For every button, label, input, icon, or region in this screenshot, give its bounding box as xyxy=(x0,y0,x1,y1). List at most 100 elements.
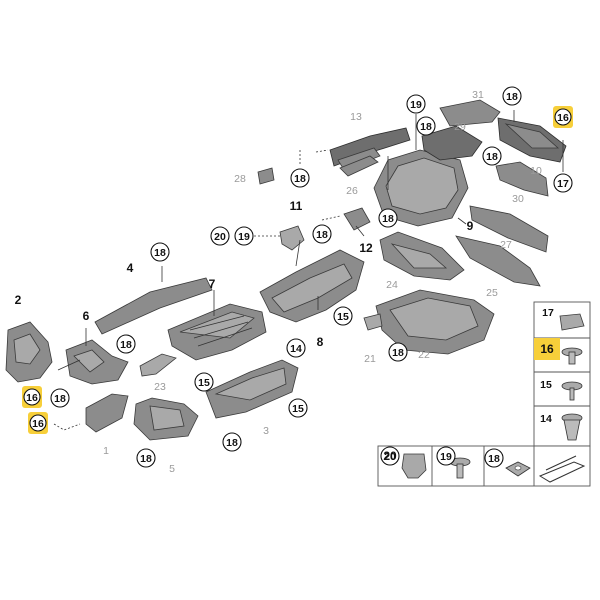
callout-19: 19 xyxy=(406,94,426,114)
svg-text:20: 20 xyxy=(214,231,226,243)
svg-text:18: 18 xyxy=(294,173,306,185)
svg-text:17: 17 xyxy=(542,307,554,319)
svg-text:18: 18 xyxy=(486,151,498,163)
callout-18: 18 xyxy=(484,448,504,468)
callout-17-legend: 17 xyxy=(542,307,554,319)
callout-18: 18 xyxy=(416,116,436,136)
svg-text:19: 19 xyxy=(238,231,250,243)
svg-text:16: 16 xyxy=(26,392,38,404)
svg-text:18: 18 xyxy=(420,121,432,133)
part-number-labels: 2 6 4 7 11 12 9 8 xyxy=(15,199,474,349)
callout-16-highlight: 16 xyxy=(28,412,48,434)
callout-15: 15 xyxy=(288,398,308,418)
label-13: 13 xyxy=(350,111,362,123)
part-4-shape xyxy=(94,277,213,335)
svg-text:18: 18 xyxy=(488,453,500,465)
part-26-shape xyxy=(339,155,379,177)
label-1: 1 xyxy=(103,445,109,457)
label-9: 9 xyxy=(467,219,474,233)
svg-text:18: 18 xyxy=(316,229,328,241)
svg-text:14: 14 xyxy=(290,343,302,355)
callout-18: 18 xyxy=(222,432,242,452)
expanding-nut-icon xyxy=(561,413,583,441)
svg-text:16: 16 xyxy=(557,112,569,124)
part-7-shape xyxy=(167,303,267,361)
label-30: 30 xyxy=(512,193,524,205)
callout-20: 20 xyxy=(210,226,230,246)
part-22-shape xyxy=(375,289,495,355)
part-9-shape xyxy=(373,149,469,227)
callout-18: 18 xyxy=(116,334,136,354)
svg-text:16: 16 xyxy=(32,418,44,430)
callout-18: 18 xyxy=(482,146,502,166)
callout-16-legend-highlight: 16 xyxy=(534,338,560,360)
label-25: 25 xyxy=(486,287,498,299)
svg-text:18: 18 xyxy=(120,339,132,351)
label-3: 3 xyxy=(263,425,269,437)
callout-14: 14 xyxy=(286,338,306,358)
svg-text:18: 18 xyxy=(140,453,152,465)
legend-right xyxy=(533,301,591,447)
part-12-shape xyxy=(343,207,371,231)
callout-18: 18 xyxy=(50,388,70,408)
part-11-shape xyxy=(279,225,305,251)
part-29-shape xyxy=(421,125,483,161)
clip-nut-icon xyxy=(559,313,585,331)
svg-text:15: 15 xyxy=(198,377,210,389)
part-27-shape xyxy=(469,205,549,253)
part-28-shape xyxy=(257,167,275,185)
svg-text:16: 16 xyxy=(540,342,554,356)
part-3-shape xyxy=(205,359,299,419)
part-8-shape xyxy=(259,249,365,323)
label-2: 2 xyxy=(15,293,22,307)
label-4: 4 xyxy=(127,261,134,275)
svg-text:15: 15 xyxy=(540,379,552,391)
svg-text:15: 15 xyxy=(292,403,304,415)
label-28: 28 xyxy=(234,173,246,185)
vehicle-direction-icon xyxy=(538,455,586,483)
label-23: 23 xyxy=(154,381,166,393)
callout-18: 18 xyxy=(136,448,156,468)
callout-18: 18 xyxy=(502,86,522,106)
callout-18: 18 xyxy=(388,342,408,362)
part-1-shape xyxy=(85,393,129,433)
screw-icon xyxy=(561,381,583,401)
part-31-shape xyxy=(439,99,501,127)
label-11: 11 xyxy=(290,199,303,213)
label-7: 7 xyxy=(209,277,216,291)
label-31: 31 xyxy=(472,89,484,101)
svg-text:19: 19 xyxy=(410,99,422,111)
callout-15: 15 xyxy=(194,372,214,392)
part-30-shape xyxy=(495,161,549,197)
part-2-shape xyxy=(5,321,53,383)
label-22: 22 xyxy=(418,349,430,361)
callout-19: 19 xyxy=(234,226,254,246)
label-27: 27 xyxy=(500,239,512,251)
svg-text:18: 18 xyxy=(54,393,66,405)
label-26: 26 xyxy=(346,185,358,197)
label-21: 21 xyxy=(364,353,376,365)
svg-text:18: 18 xyxy=(226,437,238,449)
svg-text:20: 20 xyxy=(384,451,396,463)
callout-18: 18 xyxy=(378,208,398,228)
callouts: 18 18 18 18 18 18 18 18 18 18 18 18 18 1… xyxy=(50,86,573,468)
callout-19: 19 xyxy=(436,446,456,466)
svg-text:18: 18 xyxy=(392,347,404,359)
part-6-shape xyxy=(65,339,129,385)
part-21-shape xyxy=(363,313,383,331)
highlighted-callouts: 16 16 16 16 xyxy=(22,106,573,434)
part-24-shape xyxy=(379,231,465,281)
legend-bottom-labels: 20 xyxy=(383,449,397,463)
label-12: 12 xyxy=(359,241,373,255)
clamp-icon xyxy=(401,453,427,479)
svg-text:14: 14 xyxy=(540,413,552,425)
label-8: 8 xyxy=(317,335,324,349)
nut-icon xyxy=(505,461,531,477)
svg-text:19: 19 xyxy=(440,451,452,463)
callout-20: 20 xyxy=(380,446,400,466)
push-rivet-icon xyxy=(561,347,583,365)
callout-18: 18 xyxy=(312,224,332,244)
callout-14-legend: 14 xyxy=(540,413,552,425)
label-24: 24 xyxy=(386,279,398,291)
